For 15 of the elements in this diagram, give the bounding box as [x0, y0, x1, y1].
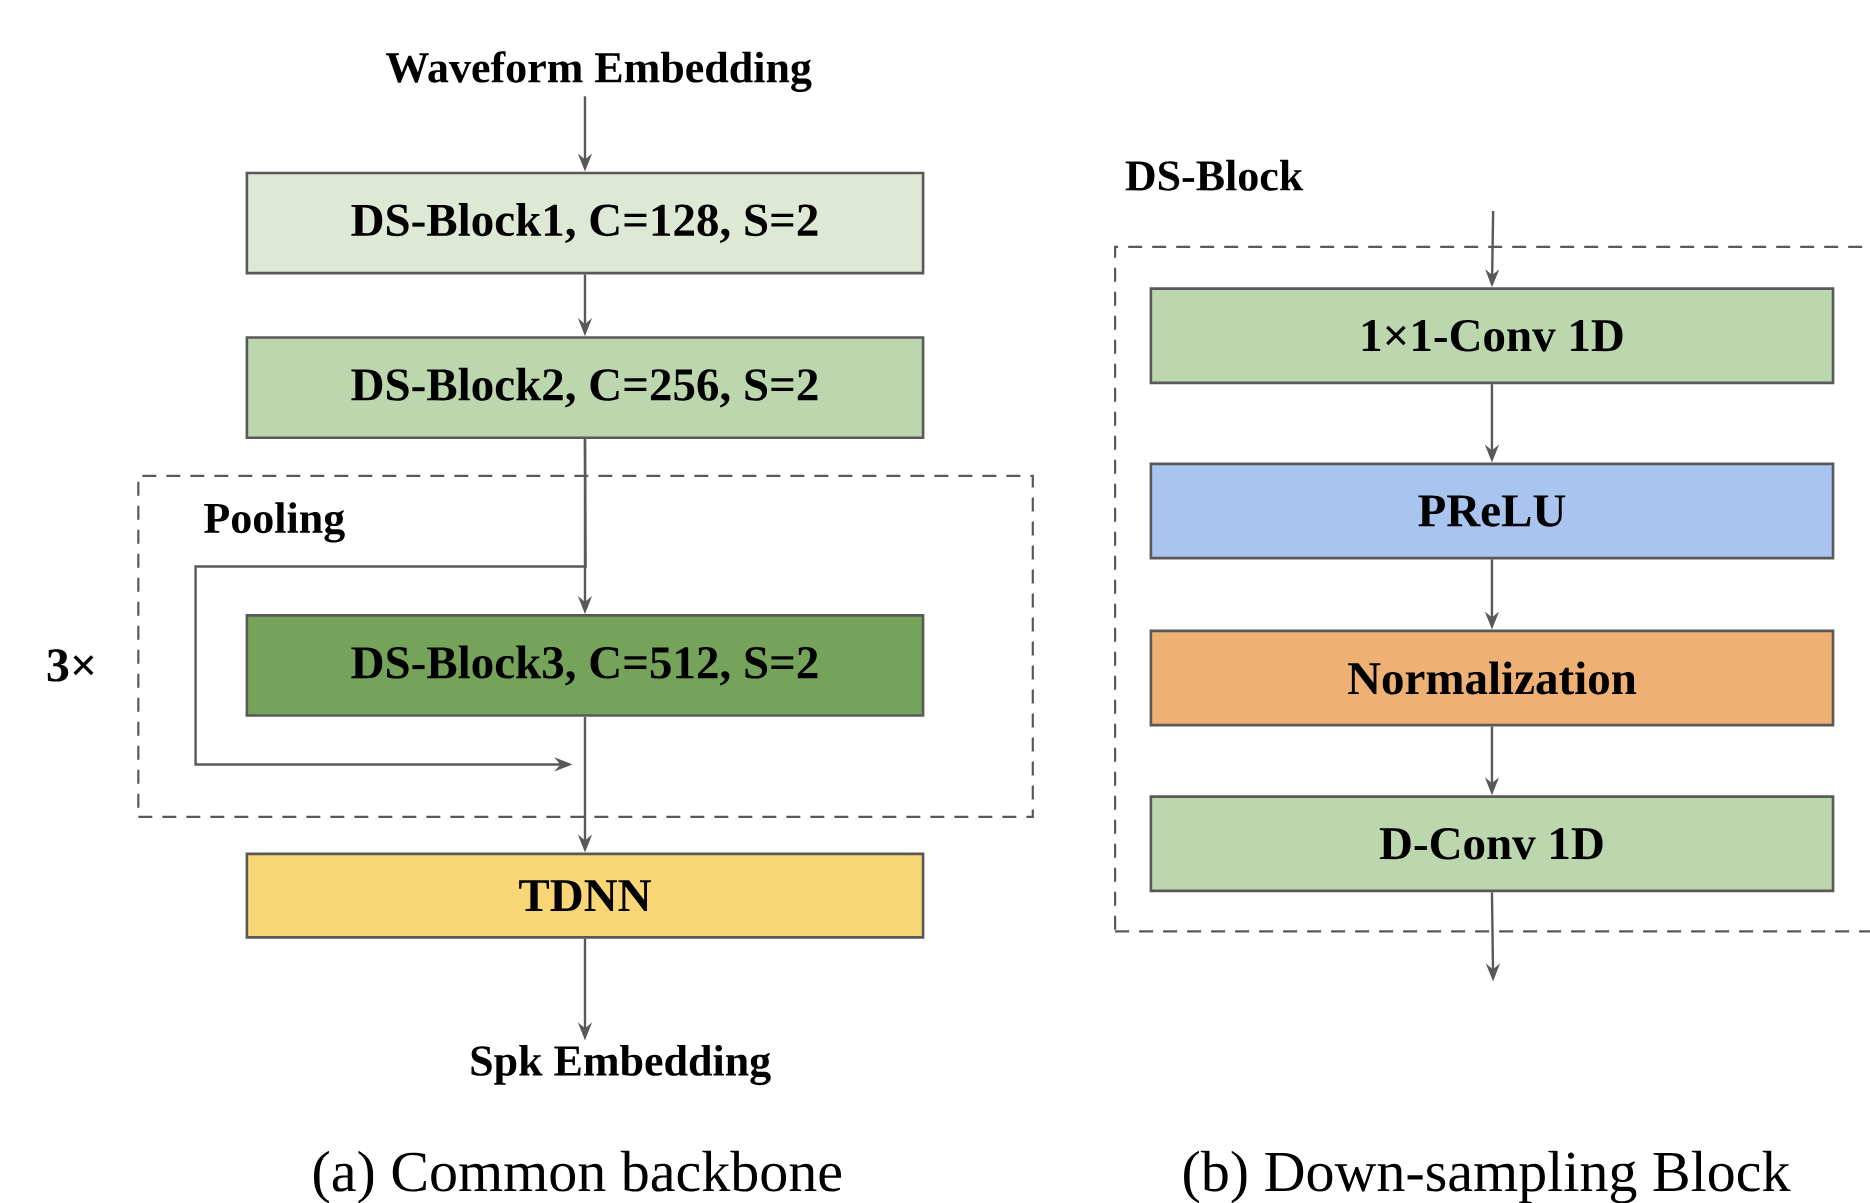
- process-box: Normalization: [1149, 629, 1835, 727]
- text-label: Waveform Embedding: [386, 51, 812, 92]
- repeat-label: 3×: [47, 649, 94, 682]
- process-box: DS-Block3, C=512, S=2: [245, 613, 925, 717]
- process-box: DS-Block2, C=256, S=2: [245, 336, 925, 439]
- frame-heading: DS-Block: [1125, 159, 1304, 191]
- caption: (a) Common backbone: [314, 1150, 842, 1203]
- caption: (b) Down-sampling Block: [1184, 1150, 1791, 1203]
- process-box: DS-Block1, C=128, S=2: [245, 171, 925, 275]
- process-box: D-Conv 1D: [1149, 795, 1835, 892]
- text-label: Spk Embedding: [471, 1044, 771, 1085]
- process-box: PReLU: [1149, 462, 1835, 560]
- process-box: 1×1-Conv 1D: [1149, 287, 1835, 384]
- frame-heading: Pooling: [204, 502, 345, 543]
- process-box: TDNN: [245, 852, 925, 939]
